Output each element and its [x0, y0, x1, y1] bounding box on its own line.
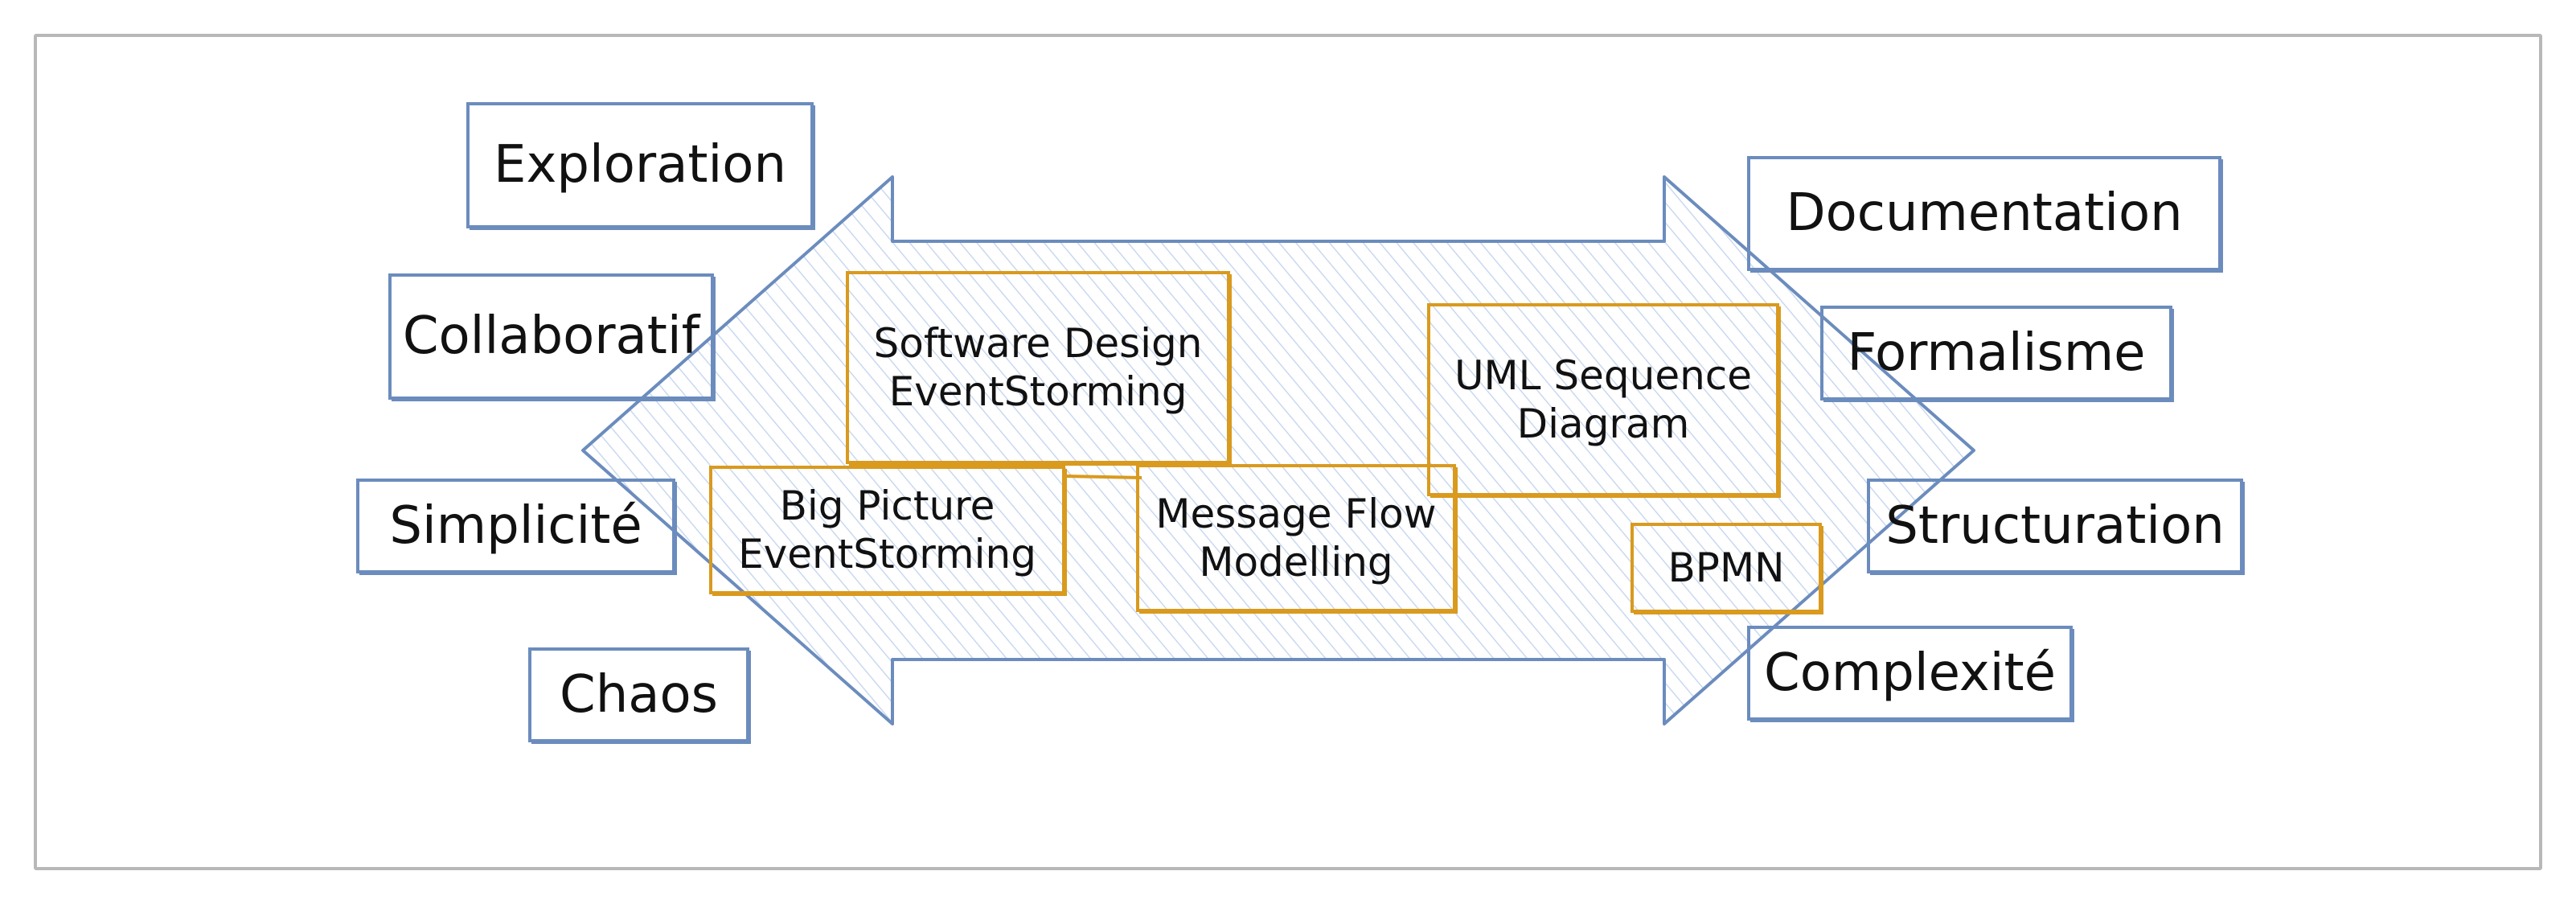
label-documentation: Documentation [1747, 156, 2221, 271]
method-software-design-eventstorming: Software Design EventStorming [846, 271, 1230, 464]
label-chaos: Chaos [528, 647, 749, 742]
label-simplicite: Simplicité [356, 479, 675, 573]
label-collaboratif: Collaboratif [388, 273, 714, 400]
method-uml-sequence-diagram: UML Sequence Diagram [1427, 303, 1779, 496]
double-arrow [581, 175, 1975, 725]
method-big-picture-eventstorming: Big Picture EventStorming [709, 466, 1065, 594]
method-bpmn: BPMN [1631, 523, 1822, 613]
label-structuration: Structuration [1867, 479, 2243, 573]
label-complexite: Complexité [1747, 626, 2073, 721]
label-formalisme: Formalisme [1820, 306, 2172, 401]
connector-line [1064, 475, 1142, 479]
diagram-frame [34, 34, 2542, 870]
label-exploration: Exploration [466, 102, 814, 228]
method-message-flow-modelling: Message Flow Modelling [1136, 464, 1456, 612]
